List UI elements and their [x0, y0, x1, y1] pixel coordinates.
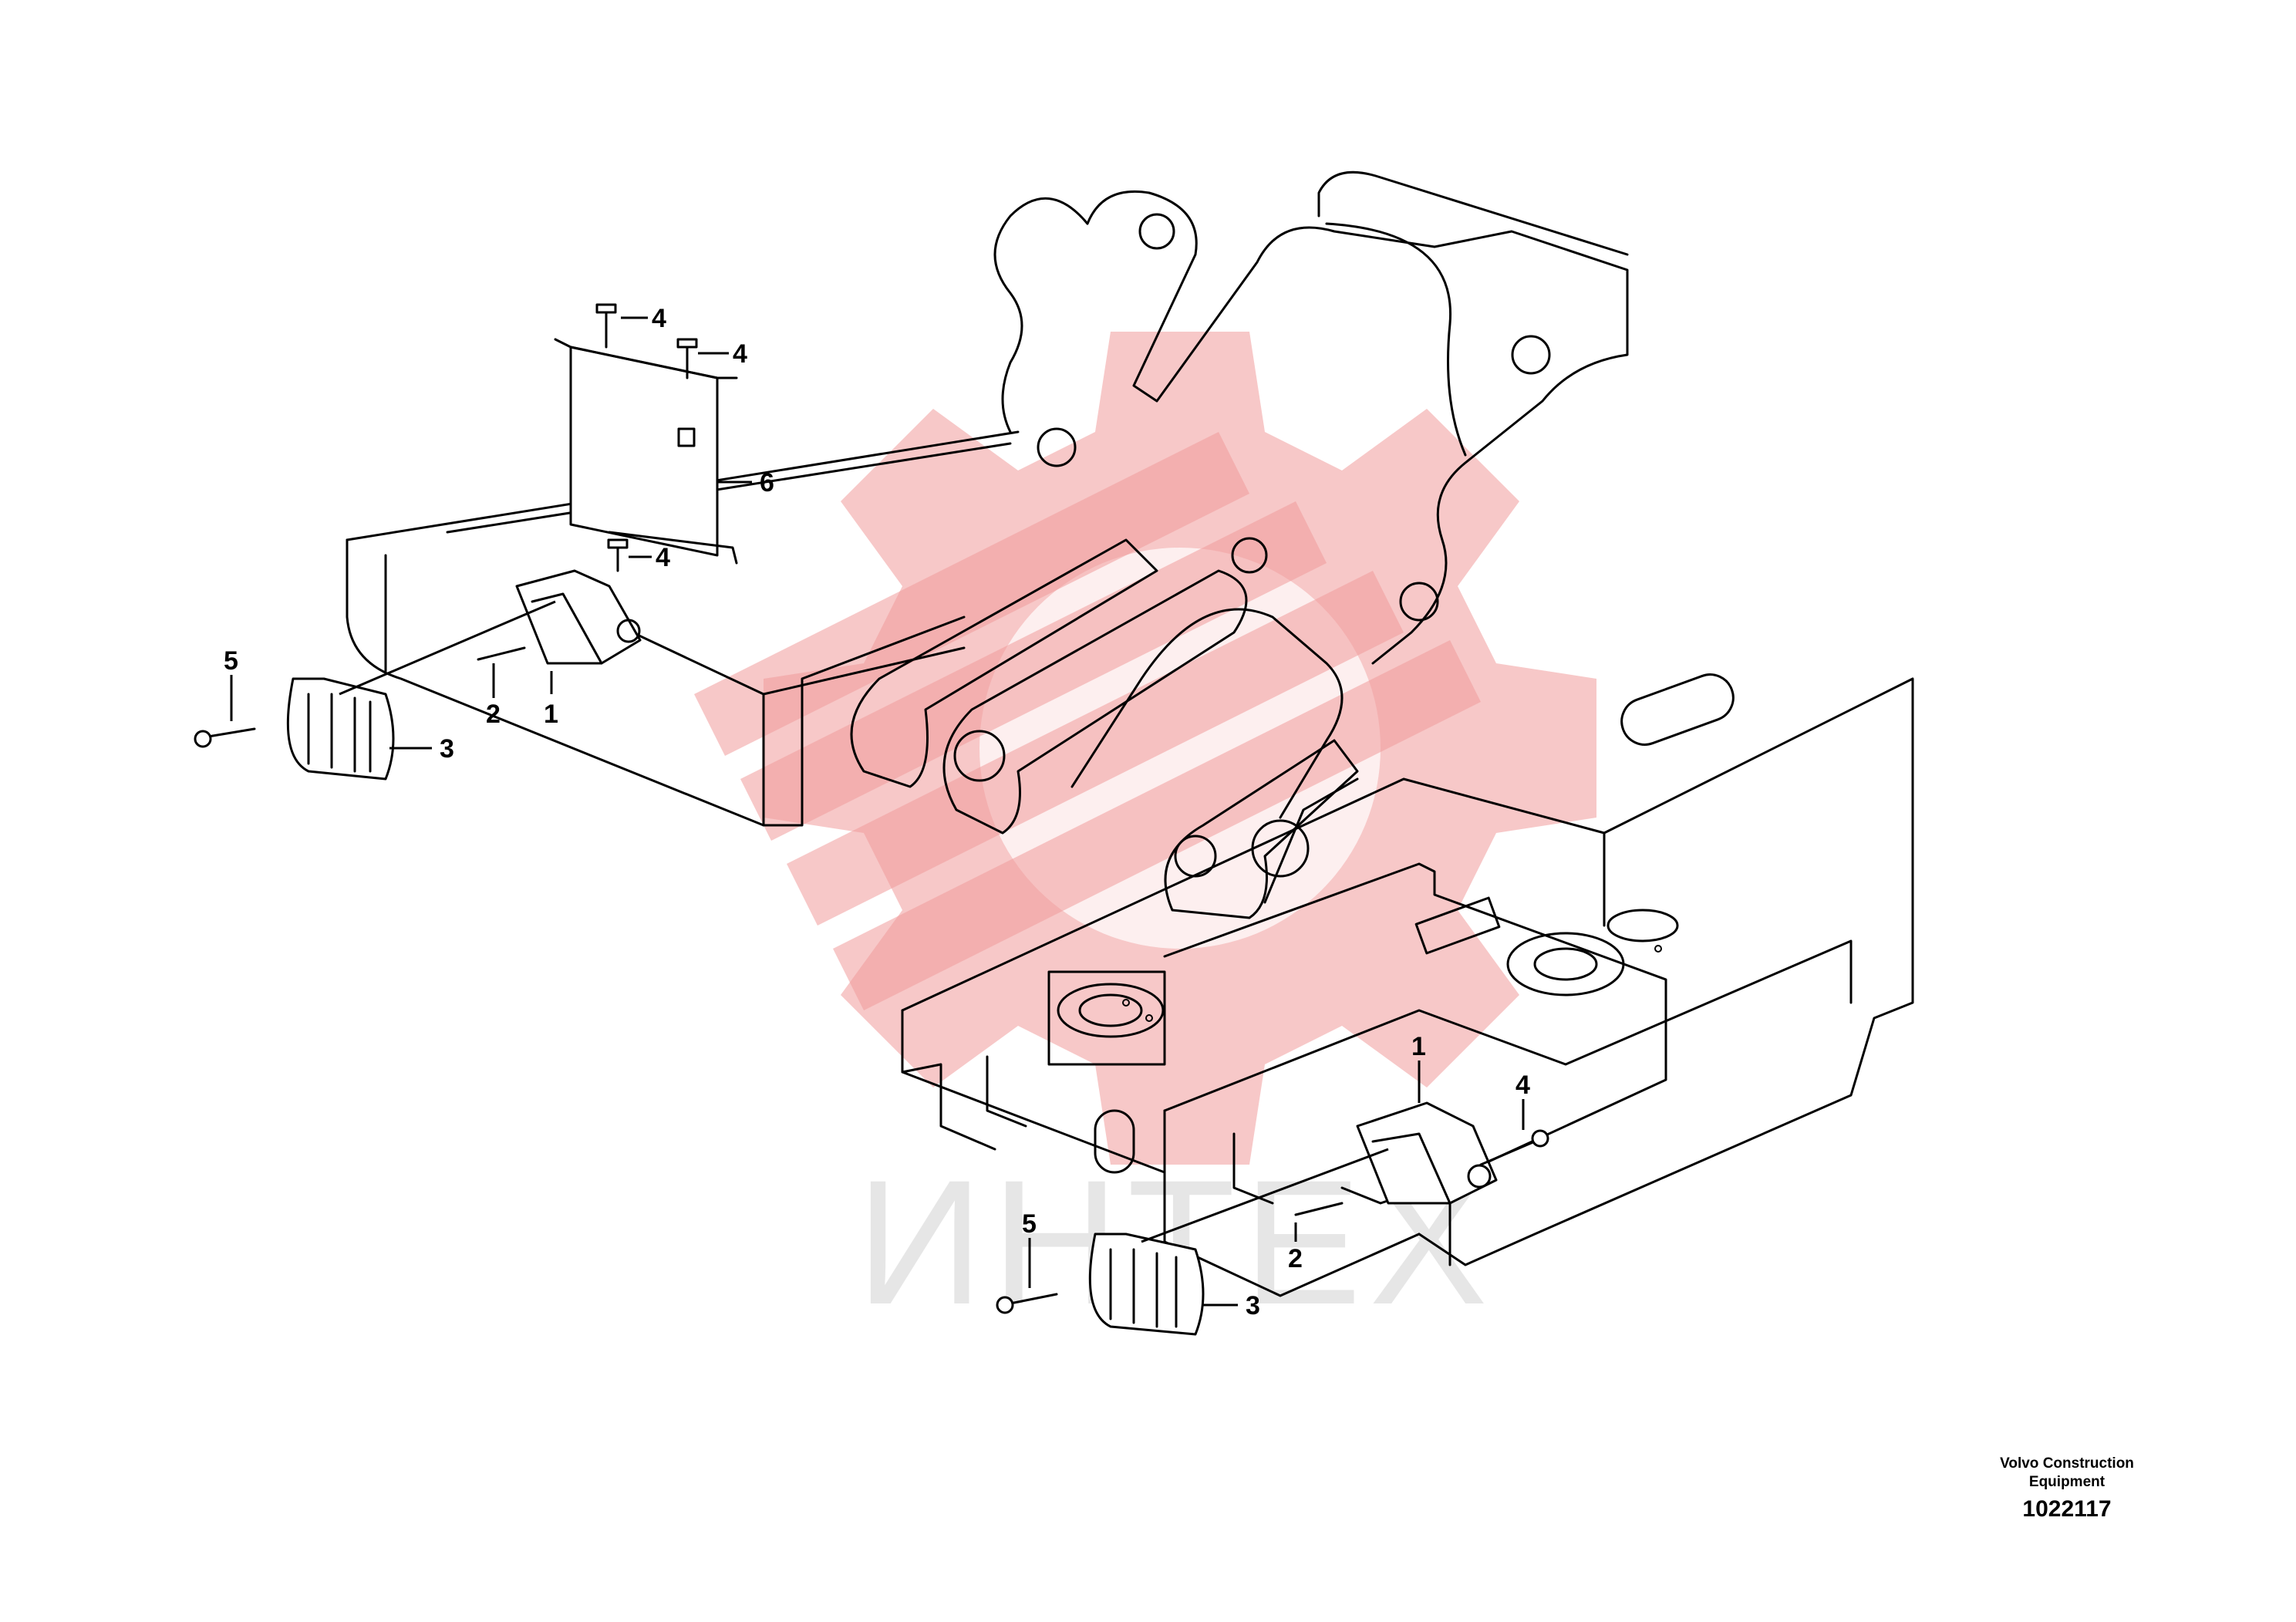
callout-lower-4: 4	[1515, 1071, 1530, 1100]
upper-bolt-2	[477, 646, 526, 661]
callout-lower-3: 3	[1246, 1291, 1260, 1320]
lower-rubber-stopper	[1088, 1233, 1205, 1336]
callout-upper-4b: 4	[733, 339, 747, 369]
callout-lower-2: 2	[1288, 1244, 1303, 1273]
upper-bracket	[515, 569, 642, 665]
callout-upper-5: 5	[224, 646, 238, 676]
upper-bolts	[595, 303, 698, 572]
callout-lower-5: 5	[1022, 1209, 1037, 1239]
brand-line-1: Volvo Construction	[2000, 1455, 2134, 1472]
document-number: 1022117	[2022, 1496, 2112, 1522]
upper-rubber-stopper	[286, 677, 395, 781]
watermark-gear-icon	[694, 332, 1596, 1165]
brand-label: Volvo Construction Equipment	[1951, 1455, 2183, 1492]
lower-stopper-leader	[1141, 1148, 1389, 1243]
lower-bolt-2	[1294, 1202, 1344, 1216]
callout-upper-1: 1	[544, 700, 558, 729]
callout-upper-4c: 4	[656, 543, 670, 572]
callout-upper-2: 2	[486, 700, 501, 729]
lower-bolt-4	[1479, 1140, 1536, 1166]
upper-guard-plate	[554, 338, 738, 565]
lower-bracket	[1356, 1101, 1498, 1205]
callout-upper-3: 3	[440, 734, 454, 764]
callout-leaders	[230, 316, 1525, 1307]
callout-lower-1: 1	[1411, 1032, 1426, 1061]
callout-upper-4a: 4	[652, 304, 666, 333]
lower-bolt-5-head	[996, 1296, 1014, 1314]
lower-bolt-4-head	[1531, 1129, 1549, 1148]
upper-stopper-leader	[339, 600, 556, 696]
upper-bolt-5	[207, 727, 256, 738]
lower-bolt-5	[1009, 1293, 1058, 1305]
upper-bolt-5-head	[194, 730, 212, 748]
brand-line-2: Equipment	[2028, 1474, 2106, 1490]
callout-upper-6: 6	[760, 468, 774, 497]
